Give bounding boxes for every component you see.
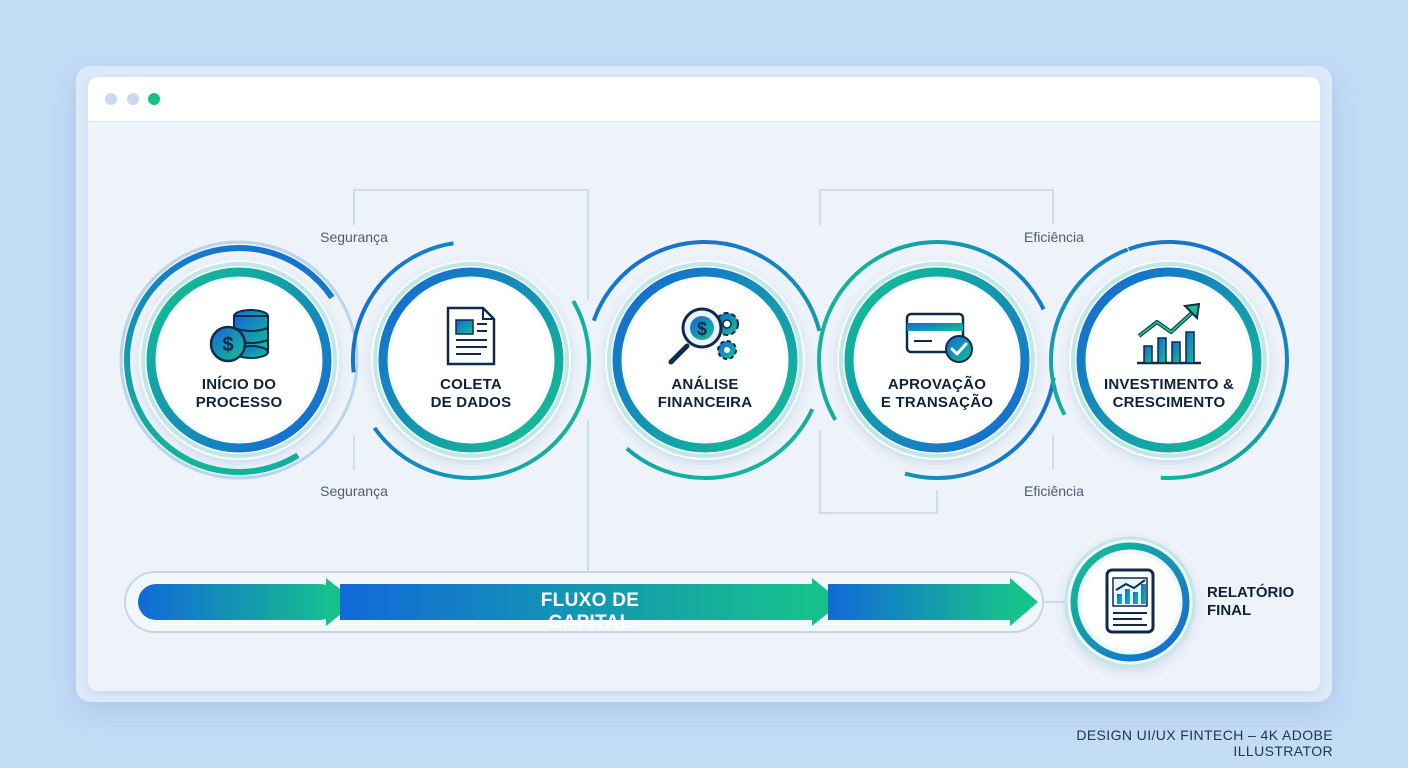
stage-circle-3[interactable] [554, 209, 856, 511]
document-icon [446, 306, 496, 366]
tablet-report-icon [1105, 568, 1155, 634]
magnifier-gear-icon: $ [668, 307, 739, 365]
window-control-dot-1[interactable] [105, 93, 117, 105]
window-control-dot-2[interactable] [127, 93, 139, 105]
stage-circle-1[interactable] [86, 207, 392, 513]
capital-flow-label: FLUXO DE CAPITAL [540, 590, 640, 633]
stage-label-2-line1: COLETA [440, 376, 502, 393]
svg-text:$: $ [222, 334, 233, 356]
svg-text:$: $ [697, 319, 707, 339]
stage-label-4-line2: E TRANSAÇÃO [880, 394, 994, 411]
stage-label-5-line2: CRESCIMENTO [1112, 394, 1226, 411]
efficiency-label-top: Eficiência [1024, 229, 1084, 245]
stage-label-3-line1: ANÁLISE [671, 376, 739, 393]
stage-label-1-line2: PROCESSO [195, 394, 283, 411]
stage-label-5: INVESTIMENTO & CRESCIMENTO [1084, 376, 1254, 412]
stage-label-3: ANÁLISE FINANCEIRA [620, 376, 790, 412]
stage-label-2-line2: DE DADOS [430, 394, 512, 411]
stage-label-1-line1: INÍCIO DO [201, 376, 277, 393]
footer-caption: DESIGN UI/UX FINTECH – 4K ADOBE ILLUSTRA… [1076, 727, 1333, 759]
security-label-top: Segurança [320, 229, 388, 245]
stage-label-4: APROVAÇÃO E TRANSAÇÃO [852, 376, 1022, 412]
report-label: RELATÓRIO FINAL [1207, 584, 1317, 620]
stage-circle-5[interactable] [1018, 209, 1320, 511]
capital-flow-bar [124, 571, 1044, 633]
security-label-bottom: Segurança [320, 483, 388, 499]
coins-dollar-icon: $ [209, 309, 269, 363]
growth-chart-icon [1137, 302, 1201, 365]
connector-lines [353, 189, 1068, 603]
card-check-icon [905, 312, 973, 363]
stage-label-1: INÍCIO DO PROCESSO [154, 376, 324, 412]
stage-circle-4[interactable] [776, 199, 1098, 521]
efficiency-label-bottom: Eficiência [1024, 483, 1084, 499]
stage-label-2: COLETA DE DADOS [386, 376, 556, 412]
report-label-line2: FINAL [1207, 602, 1252, 619]
window-titlebar [88, 77, 1320, 122]
stage-label-4-line1: APROVAÇÃO [887, 376, 987, 393]
stage-label-5-line1: INVESTIMENTO & [1103, 376, 1235, 393]
window-control-dot-3[interactable] [148, 93, 160, 105]
stage-label-3-line2: FINANCEIRA [657, 394, 753, 411]
report-label-line1: RELATÓRIO [1207, 584, 1295, 601]
